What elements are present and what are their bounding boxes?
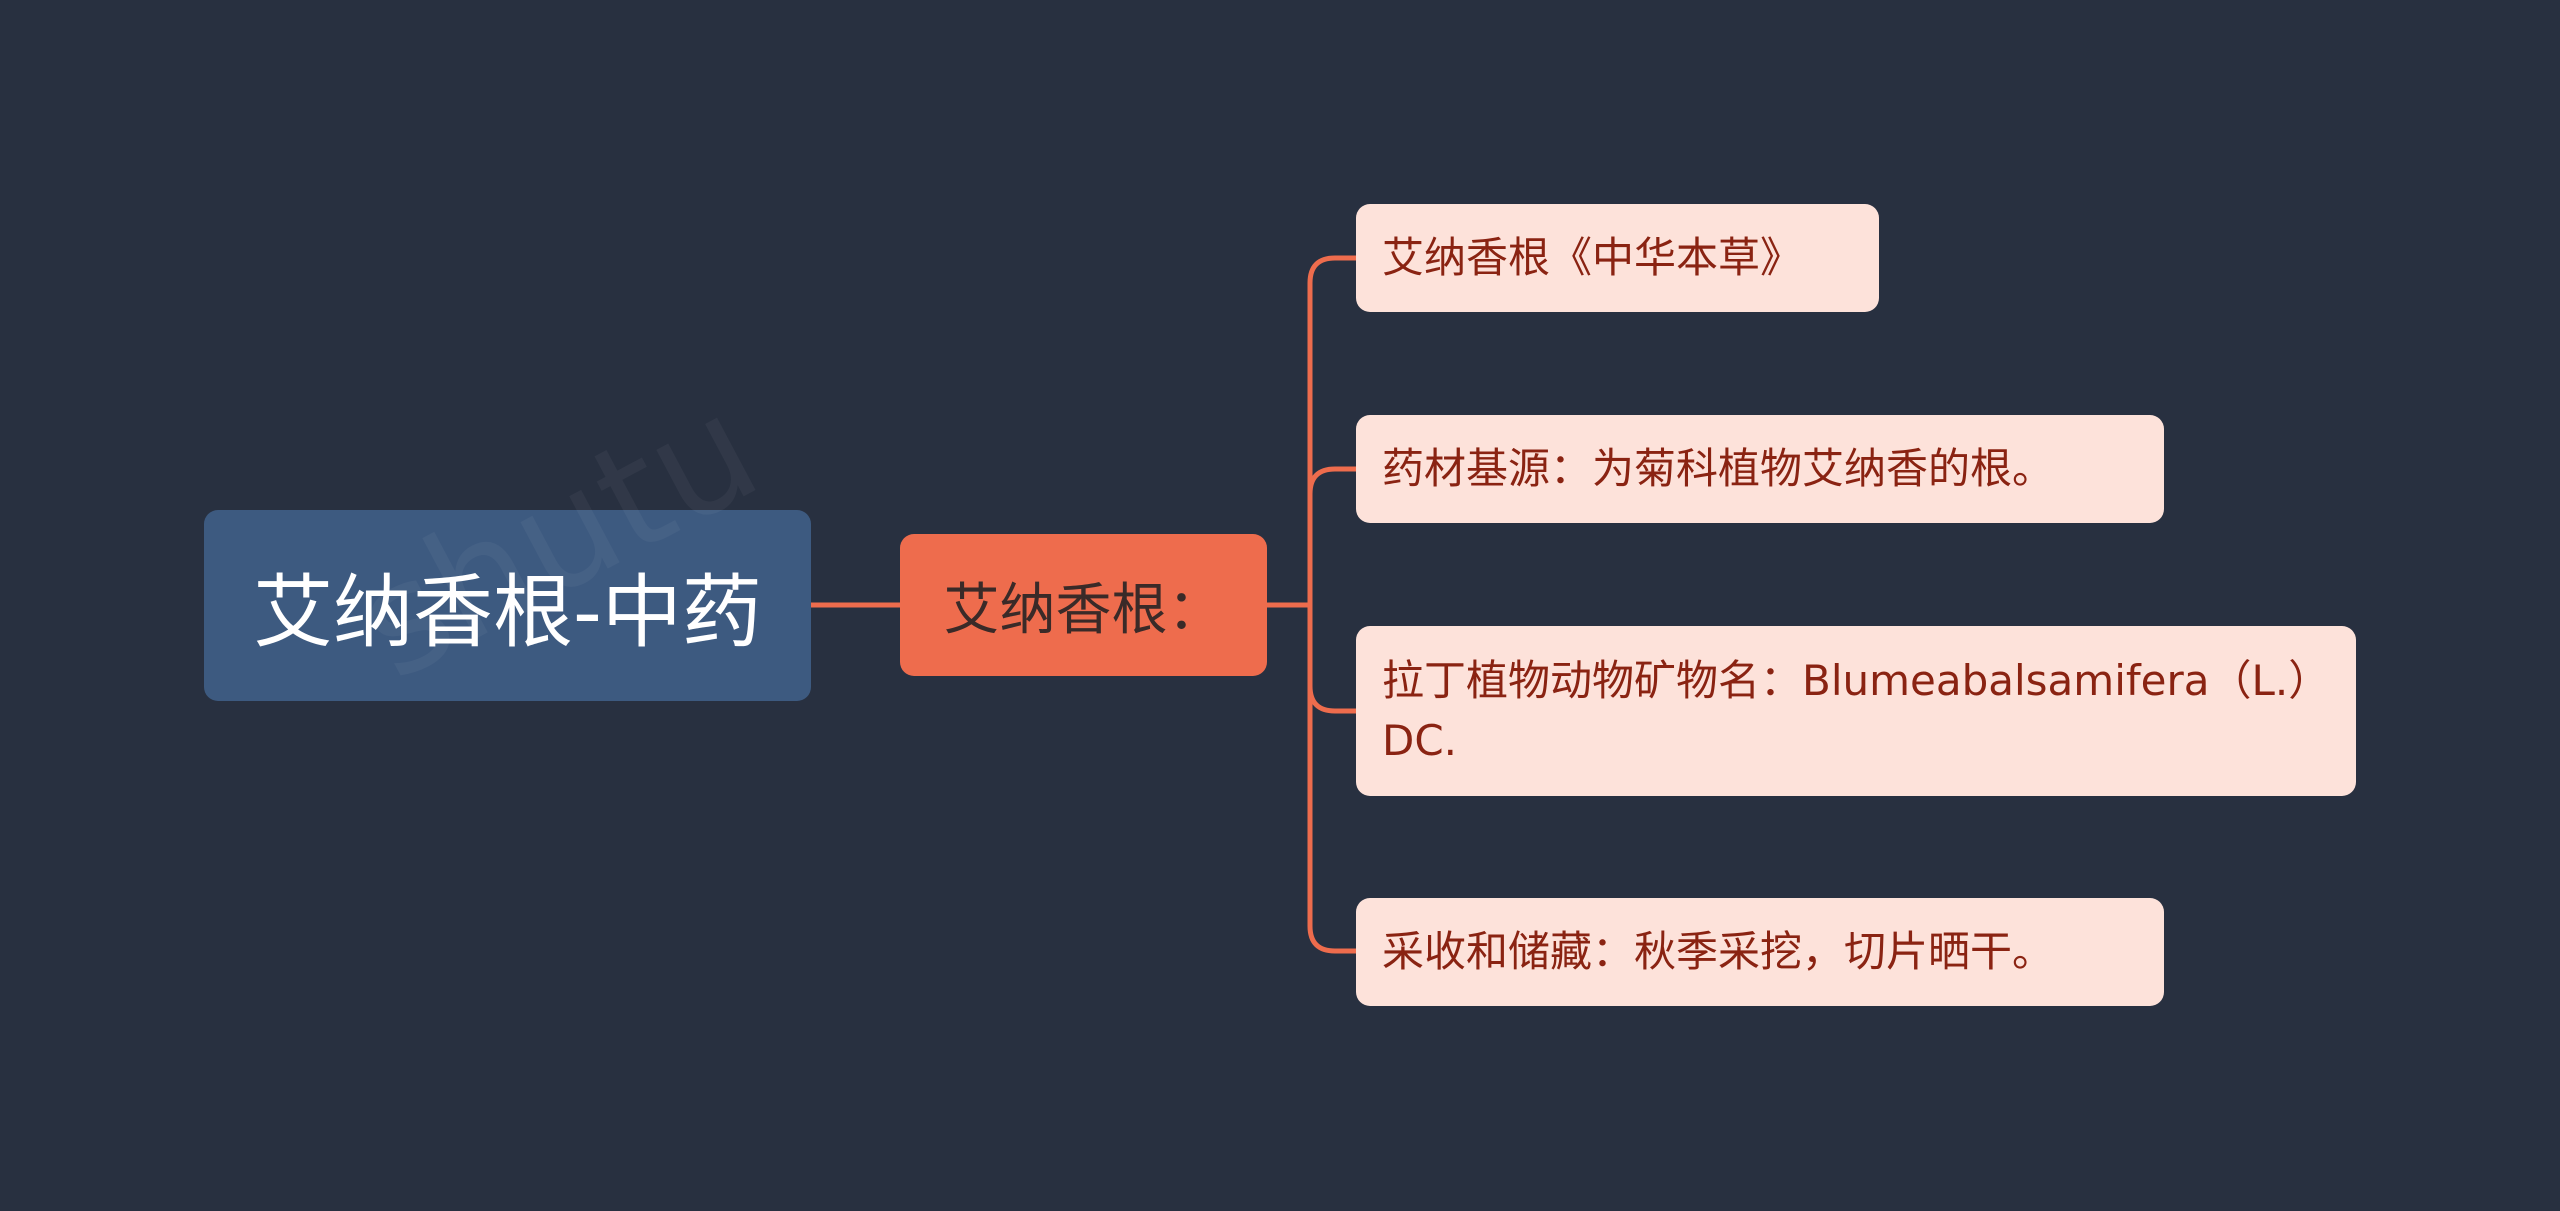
- root-node[interactable]: 艾纳香根-中药: [204, 510, 811, 701]
- leaf-node-harvest[interactable]: 采收和储藏：秋季采挖，切片晒干。: [1356, 898, 2164, 1006]
- leaf-node-label: 药材基源：为菊科植物艾纳香的根。: [1382, 444, 2055, 493]
- branch-node[interactable]: 艾纳香根：: [900, 534, 1267, 676]
- leaf-node-source-book[interactable]: 艾纳香根《中华本草》: [1356, 204, 1879, 312]
- leaf-node-label: 艾纳香根《中华本草》: [1382, 233, 1803, 282]
- leaf-node-label: 采收和储藏：秋季采挖，切片晒干。: [1382, 927, 2055, 976]
- leaf-node-latin-name[interactable]: 拉丁植物动物矿物名：Blumeabalsamifera（L.）DC.: [1356, 626, 2356, 796]
- leaf-4-connector: [1307, 925, 1356, 954]
- leaf-3-connector: [1307, 685, 1356, 714]
- root-node-label: 艾纳香根-中药: [253, 565, 762, 659]
- leaf-2-connector: [1307, 466, 1356, 495]
- leaf-node-label: 拉丁植物动物矿物名：Blumeabalsamifera（L.）DC.: [1382, 656, 2310, 765]
- leaf-node-origin[interactable]: 药材基源：为菊科植物艾纳香的根。: [1356, 415, 2164, 523]
- branch-node-label: 艾纳香根：: [943, 577, 1224, 643]
- leaf-1-connector: [1307, 255, 1356, 284]
